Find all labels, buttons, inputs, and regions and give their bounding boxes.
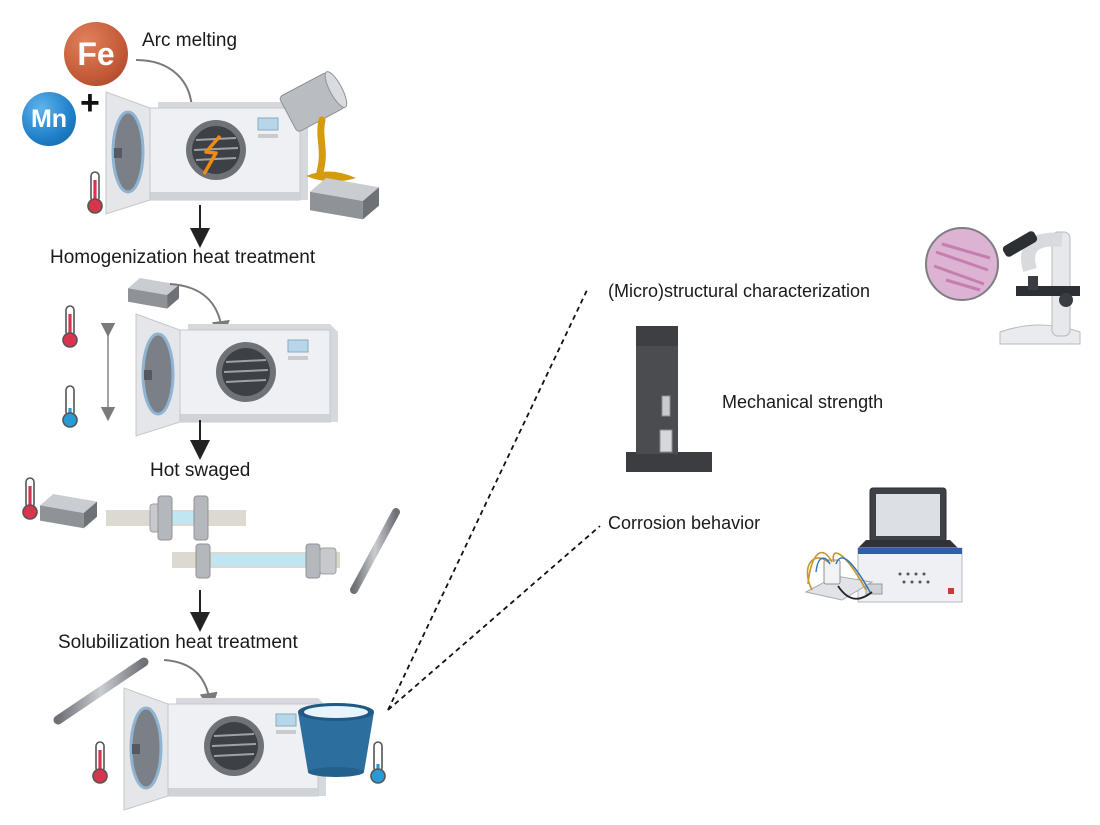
arc-melting-group [87, 59, 379, 248]
thermometer-cold-icon [62, 385, 78, 428]
mn-symbol: Mn [30, 105, 68, 133]
curved-arrow [169, 283, 230, 339]
label-corrosion-behavior: Corrosion behavior [608, 513, 761, 533]
metal-ingot-icon [128, 278, 179, 309]
homogenization-group [62, 278, 340, 460]
molten-metal-pour-icon [279, 71, 356, 182]
water-ice-bucket-icon [298, 703, 374, 777]
thermometer-cold-icon [370, 741, 386, 784]
label-microstructural-characterization: (Micro)structural characterization [608, 281, 871, 301]
metal-rod-icon [350, 508, 400, 594]
label-mechanical-strength: Mechanical strength [722, 392, 884, 412]
furnace-icon [134, 312, 340, 438]
mn-element-icon: Mn [22, 92, 76, 146]
microscope-icon [925, 227, 1081, 345]
lightning-icon [202, 134, 222, 175]
metal-ingot-icon [40, 494, 97, 529]
swaging-machine-icon [172, 543, 340, 579]
thermometer-hot-icon [22, 477, 38, 520]
step-label-hot-swaged: Hot swaged [150, 460, 251, 481]
potentiostat-laptop-icon [804, 487, 963, 603]
metal-rod-icon [53, 657, 149, 725]
fe-element-icon: Fe [64, 22, 128, 86]
solubilization-group [53, 657, 386, 812]
step-label-solubilization: Solubilization heat treatment [58, 632, 298, 653]
thermometer-hot-icon [92, 741, 108, 784]
furnace-icon [122, 686, 328, 812]
fe-symbol: Fe [77, 36, 115, 72]
hot-swaging-group [22, 477, 400, 632]
curved-arrow [163, 659, 218, 711]
thermometer-hot-icon [87, 171, 103, 214]
swaging-machine-icon [106, 495, 246, 541]
plus-sign: + [80, 84, 100, 122]
metal-ingot-icon [310, 178, 379, 220]
step-label-arc-melting: Arc melting [142, 30, 238, 51]
dashed-connectors [387, 287, 601, 711]
thermometer-hot-icon [62, 305, 78, 348]
step-label-homogenization: Homogenization heat treatment [50, 247, 316, 268]
tensile-testing-machine-icon [626, 326, 712, 472]
